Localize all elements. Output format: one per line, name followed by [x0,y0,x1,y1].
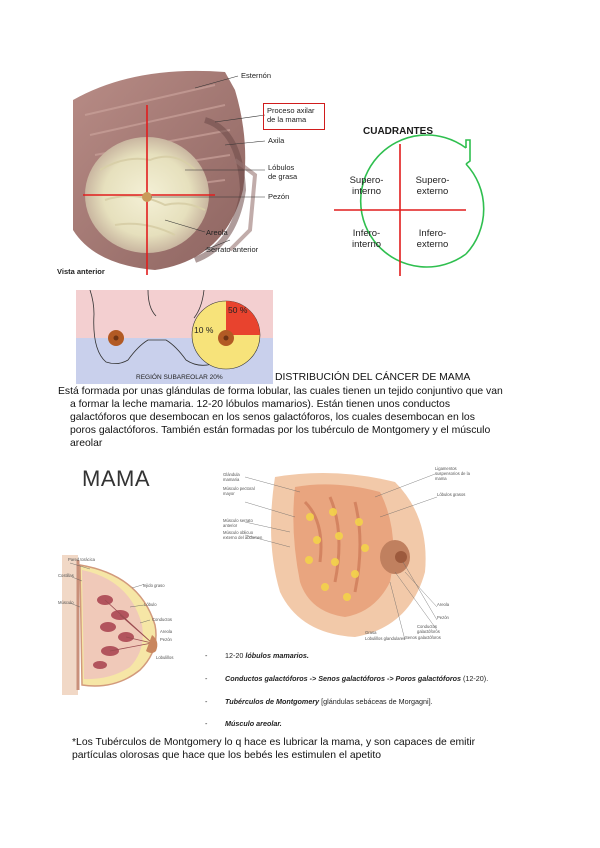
quadrant-supero-externo-l2: externo [405,186,460,197]
label-esternon: Esternón [241,72,271,81]
quadrant-infero-externo: Infero- externo [405,228,460,250]
subareolar-text: REGIÓN SUBAREOLAR 20% [136,374,223,381]
pct-upper-outer: 50 % [228,305,247,315]
quadrant-circle [325,120,500,290]
detail-label-right-4: Pezón [437,615,449,620]
detail-label-left-1: Glándula mamaria [223,472,255,482]
bullet-1-text: lóbulos mamarios. [245,651,309,660]
sagittal-label-lobulo: Lóbulo [144,602,157,607]
quadrant-infero-interno: Infero- interno [339,228,394,250]
label-areola: Areola [206,229,228,238]
detail-label-right-5: Conductos galactóforos [417,624,457,634]
areola-dot [142,192,152,202]
sagittal-label-musculo: Músculo [58,600,74,605]
quadrant-infero-externo-l1: Infero- [405,228,460,239]
detail-label-left-3: Músculo serrato anterior [223,518,263,528]
anatomy-figure: Esternón Proceso axilar de la mama Axila… [65,60,345,285]
bullet-2-tail: (12-20). [461,674,488,683]
sagittal-label-conductos: Conductos [152,617,172,622]
quadrant-infero-interno-l1: Infero- [339,228,394,239]
bullet-1-prefix: 12-20 [225,651,245,660]
detail-label-left-4: Músculo oblicuo externo del abdomen [223,530,263,540]
label-axila: Axila [268,137,284,146]
quadrant-supero-interno-l2: interno [339,186,394,197]
pct-upper-inner: 10 % [194,325,213,335]
sagittal-label-pezon: Pezón [160,637,172,642]
bullet-2: -Conductos galactóforos -> Senos galactó… [205,674,488,683]
detail-label-right-6: Senos galactóforos [405,635,445,640]
label-proceso-axilar-line2: de la mama [267,116,306,125]
detail-label-bottom-1: Grasa [365,630,376,635]
detail-label-bottom-2: Lobulillos glandulares [365,636,405,641]
note-line-2: partículas olorosas que hace que los beb… [72,749,381,762]
paragraph-line-4: poros galactóforos. También están formad… [70,424,490,437]
detail-label-left-2: Músculo pectoral mayor [223,486,255,496]
quadrant-supero-interno-l1: Supero- [339,175,394,186]
label-proceso-axilar-box: Proceso axilar de la mama [263,103,325,130]
bullet-1: -12-20 lóbulos mamarios. [205,651,309,660]
distribution-caption: DISTRIBUCIÓN DEL CÁNCER DE MAMA [275,372,470,383]
paragraph-line-1: Está formada por unas glándulas de forma… [58,385,503,398]
quadrant-supero-externo: Supero- externo [405,175,460,197]
quadrant-supero-interno: Supero- interno [339,175,394,197]
bullet-3: -Tubérculos de Montgomery [glándulas seb… [205,697,433,706]
figure-caption-vista: Vista anterior [57,268,105,277]
sagittal-label-areola: Areola [160,629,172,634]
paragraph-line-2: a formar la leche mamaria. 12-20 lóbulos… [70,398,450,411]
detail-label-right-1: Ligamentos suspensorios de la mama [435,466,470,481]
bullet-4: -Músculo areolar. [205,719,282,728]
bullet-4-text: Músculo areolar. [225,719,282,728]
detail-figure: Glándula mamaria Músculo pectoral mayor … [205,462,470,642]
bullet-2-text: Conductos galactóforos -> Senos galactóf… [225,674,461,683]
paragraph-line-5: areolar [70,437,102,450]
quadrant-supero-externo-l1: Supero- [405,175,460,186]
label-pezon: Pezón [268,193,289,202]
quadrant-infero-interno-l2: interno [339,239,394,250]
bullet-3-text: Tubérculos de Montgomery [225,697,319,706]
paragraph-line-3: galactóforos que desembocan en los senos… [70,411,475,424]
sagittal-figure: Pared torácica Costillas Músculo Tejido … [60,555,190,695]
sagittal-illustration [60,555,190,695]
sagittal-label-pared: Pared torácica [68,557,95,562]
sagittal-label-costillas: Costillas [58,573,74,578]
note-line-1: *Los Tubérculos de Montgomery lo q hace … [72,736,475,749]
distribution-figure: 50 % 10 % REGIÓN SUBAREOLAR 20% [76,290,273,384]
detail-label-right-3: Areola [437,602,449,607]
label-lobulos-2: de grasa [268,173,297,182]
quadrants-diagram: CUADRANTES Supero- interno Supero- exter… [325,120,500,290]
sagittal-label-tejido: Tejido graso [142,583,165,588]
mama-title: MAMA [82,466,150,492]
breast-anatomy-illustration [65,60,345,285]
bullet-3-tail: [glándulas sebáceas de Morgagni]. [319,697,432,706]
label-serrato: Serrato anterior [206,246,258,255]
sagittal-label-lobulillos: Lobulillos [156,655,173,660]
quadrant-infero-externo-l2: externo [405,239,460,250]
detail-label-right-2: Lóbulos grasos [437,492,469,497]
